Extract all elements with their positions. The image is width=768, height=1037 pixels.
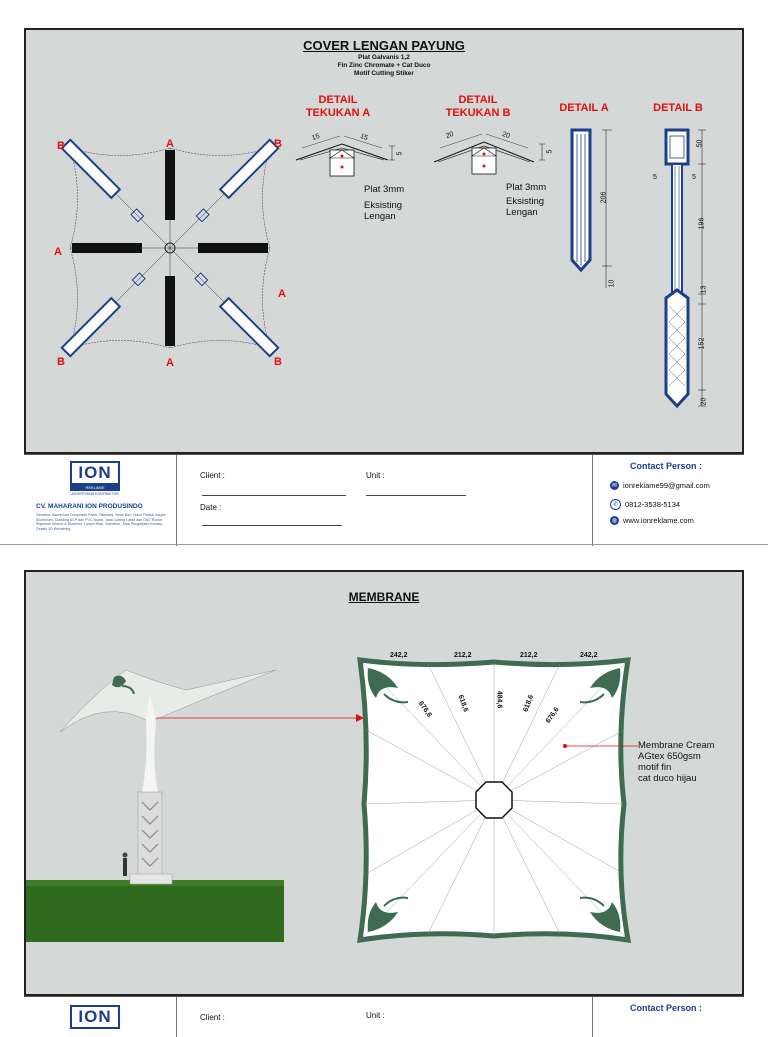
ion-logo-2: ION — [70, 1005, 120, 1029]
client-label: Client : — [200, 471, 225, 480]
detail-b-dim-head: 50 — [696, 139, 704, 148]
membrane-note-4: cat duco hijau — [638, 773, 697, 784]
sheet-membrane: MEMBRANE — [0, 546, 768, 1037]
detail-a-dim-tip: 10 — [608, 279, 616, 288]
edge-dim-3: 212,2 — [520, 652, 538, 659]
detail-tekukan-a-title-1: DETAIL — [318, 94, 358, 106]
edge-dim-4: 242,2 — [580, 652, 598, 659]
pointer-arrow — [156, 714, 364, 722]
label-b-top-left: B — [57, 140, 65, 152]
sheet1-title: COVER LENGAN PAYUNG — [303, 38, 465, 53]
tekukan-b-plate-label: Plat 3mm — [506, 182, 547, 193]
label-b-top-right: B — [274, 138, 282, 150]
label-b-bottom-right: B — [274, 356, 282, 368]
globe-icon: ◍ — [610, 516, 619, 525]
detail-a-drawing — [570, 128, 612, 288]
detail-b-dim-tip: 20 — [700, 397, 708, 406]
whatsapp-icon: ✆ — [610, 499, 621, 510]
tekukan-a-existing-2: Lengan — [364, 211, 396, 222]
membrane-note-3: motif fin — [638, 762, 672, 773]
detail-b-title: DETAIL B — [653, 102, 703, 114]
membrane-note-2: AGtex 650gsm — [638, 751, 701, 762]
label-a-bottom: A — [166, 357, 174, 369]
detail-b-dim-side-right: 5 — [692, 174, 696, 181]
client-column-2: Client : Unit : — [176, 997, 593, 1037]
membrane-render — [26, 669, 284, 942]
label-a-left: A — [54, 246, 62, 258]
membrane-plan — [357, 657, 632, 944]
tekukan-b-drawing — [433, 133, 545, 175]
label-b-bottom-left: B — [57, 356, 65, 368]
label-a-right: A — [278, 288, 286, 300]
date-line — [202, 525, 342, 526]
mail-icon: ✉ — [610, 481, 619, 490]
title-block-1: ION REKLAME ADVERTISING KONTRAKTOR CV. M… — [24, 454, 744, 547]
detail-b-dim-side-left: 5 — [653, 174, 657, 181]
detail-tekukan-b-title-2: TEKUKAN B — [445, 107, 511, 119]
detail-a-title: DETAIL A — [559, 102, 609, 114]
edge-dim-1: 242,2 — [390, 652, 408, 659]
detail-b-dim-blade: 152 — [698, 337, 706, 350]
company-description: Neonbox, Aluminium Composite Panel, Bill… — [36, 513, 166, 531]
detail-b-drawing — [664, 128, 706, 409]
membrane-note-1: Membrane Cream — [638, 740, 715, 751]
sheet-cover-lengan: COVER LENGAN PAYUNG Plat Galvanis 1,2 Fi… — [24, 28, 744, 547]
contact-column: Contact Person : ✉ionreklame99@gmail.com… — [592, 455, 744, 547]
tekukan-a-plate-label: Plat 3mm — [364, 184, 405, 195]
drawing-panel-1: COVER LENGAN PAYUNG Plat Galvanis 1,2 Fi… — [24, 28, 744, 454]
ion-logo-tag: ADVERTISING KONTRAKTOR — [70, 491, 120, 497]
tekukan-a-drawing — [295, 135, 395, 177]
umbrella-arm-plan — [60, 138, 280, 358]
spec-line-1: Plat Galvanis 1,2 — [358, 54, 410, 61]
ion-logo: ION — [70, 461, 120, 485]
company-column-2: ION — [24, 997, 177, 1037]
tekukan-b-existing-2: Lengan — [506, 207, 538, 218]
ray-dim-3: 484,6 — [495, 690, 503, 709]
detail-a-dim-length: 206 — [600, 191, 608, 204]
contact-web[interactable]: ◍www.ionreklame.com — [610, 516, 694, 525]
date-label: Date : — [200, 503, 222, 512]
sheet-divider — [0, 544, 768, 545]
unit-label-2: Unit : — [366, 1011, 385, 1020]
contact-email[interactable]: ✉ionreklame99@gmail.com — [610, 481, 710, 490]
contact-phone[interactable]: ✆0812-3538-5134 — [610, 499, 680, 510]
tekukan-a-dim-height: 5 — [396, 151, 404, 156]
detail-tekukan-a-title-2: TEKUKAN A — [305, 107, 371, 119]
detail-tekukan-b-title-1: DETAIL — [458, 94, 498, 106]
detail-b-dim-neck: 13 — [700, 285, 708, 294]
note-leader — [563, 744, 638, 748]
contact-title-2: Contact Person : — [630, 1003, 703, 1013]
edge-dim-2: 212,2 — [454, 652, 472, 659]
tekukan-a-existing-1: Eksisting — [364, 200, 403, 211]
company-name: CV. MAHARANI ION PRODUSINDO — [36, 503, 143, 510]
tekukan-b-existing-1: Eksisting — [506, 196, 545, 207]
contact-title: Contact Person : — [630, 461, 703, 471]
client-label-2: Client : — [200, 1013, 225, 1022]
contact-column-2: Contact Person : — [592, 997, 744, 1037]
spec-line-3: Motif Cutting Stiker — [354, 70, 414, 77]
client-column: Client : Unit : Date : — [176, 455, 593, 547]
label-a-top: A — [166, 138, 174, 150]
title-block-2: ION Client : Unit : Contact Person : — [24, 996, 744, 1037]
spec-line-2: Fin Zinc Chromate + Cat Duco — [337, 62, 431, 69]
unit-line — [366, 495, 466, 496]
company-column: ION REKLAME ADVERTISING KONTRAKTOR CV. M… — [24, 455, 177, 547]
client-line — [202, 495, 346, 496]
sheet2-title: MEMBRANE — [348, 590, 420, 604]
unit-label: Unit : — [366, 471, 385, 480]
drawing-panel-2: MEMBRANE — [24, 570, 744, 996]
tekukan-b-dim-height: 5 — [546, 149, 554, 154]
ion-logo-sub: REKLAME — [70, 485, 120, 491]
detail-b-dim-shaft: 196 — [698, 217, 706, 230]
